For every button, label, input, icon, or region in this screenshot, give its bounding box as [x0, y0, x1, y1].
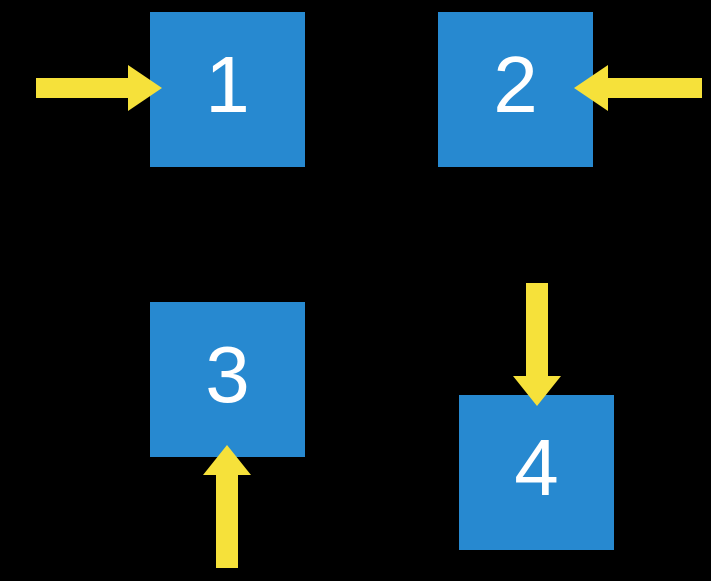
arrow-up-icon: [203, 445, 251, 568]
box-1-label: 1: [205, 39, 250, 129]
numbered-box-4: 4: [459, 395, 614, 550]
box-2-label: 2: [493, 39, 538, 129]
numbered-box-3: 3: [150, 302, 305, 457]
arrow-left-icon: [574, 65, 702, 111]
arrow-down-icon: [513, 283, 561, 406]
box-4-label: 4: [514, 422, 559, 512]
box-3-label: 3: [205, 329, 250, 419]
numbered-box-1: 1: [150, 12, 305, 167]
numbered-box-2: 2: [438, 12, 593, 167]
arrow-right-icon: [36, 65, 162, 111]
